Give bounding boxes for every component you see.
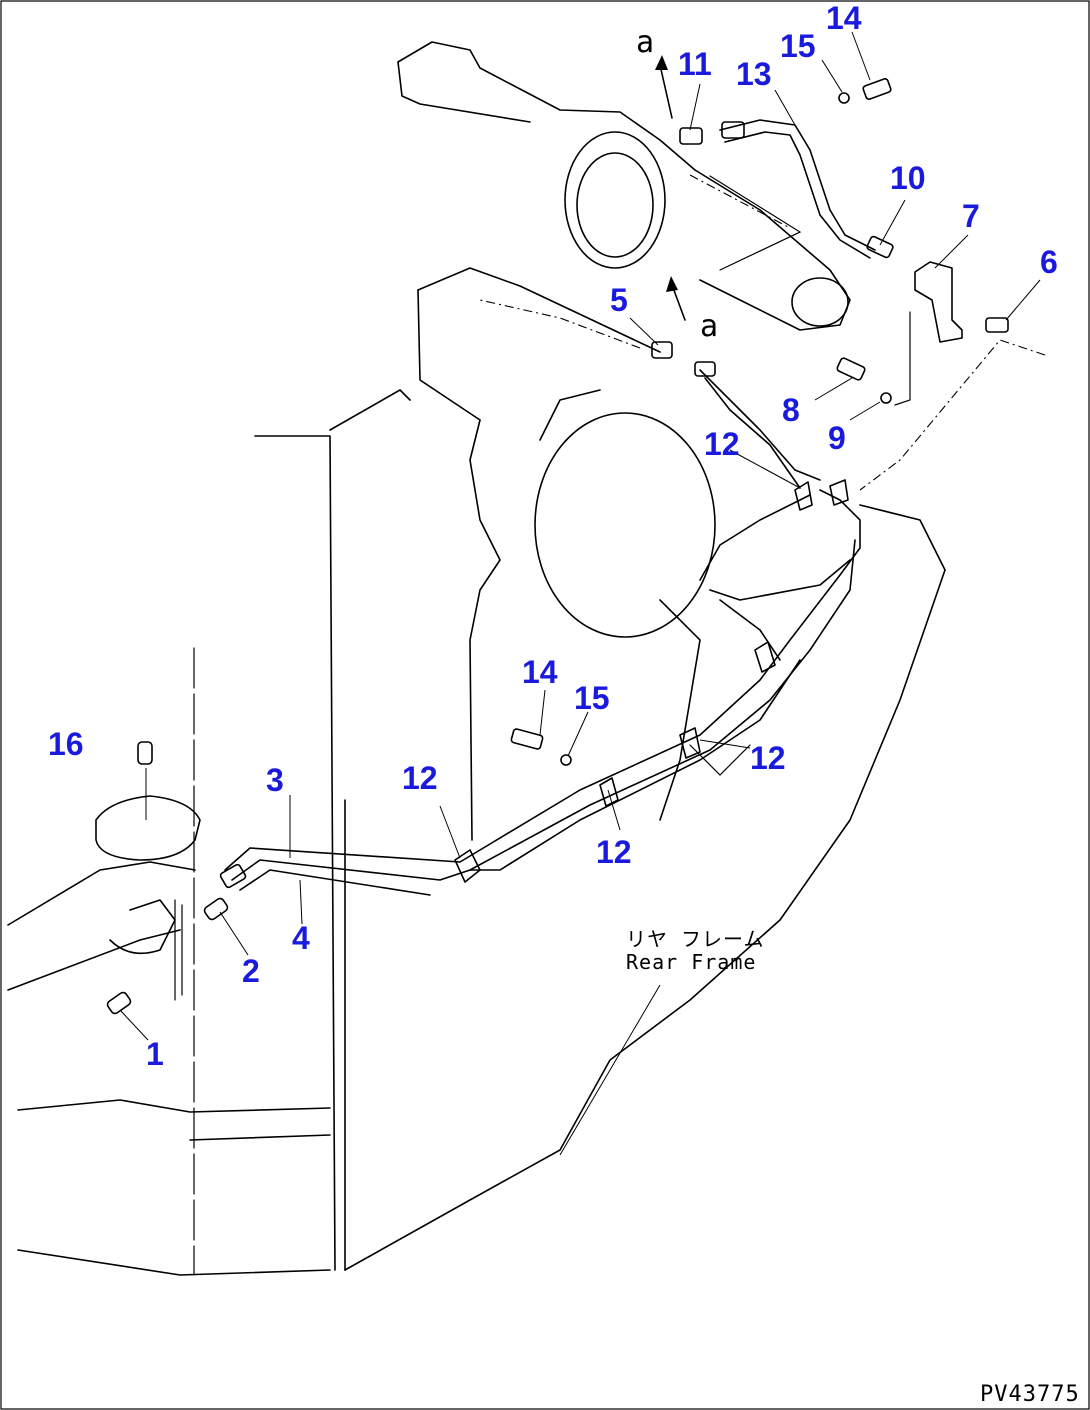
- drawing-code: PV43775: [980, 1382, 1080, 1407]
- callout-12-lower: 12: [596, 834, 632, 870]
- callout-13: 13: [736, 56, 772, 92]
- callout-15-top: 15: [780, 28, 816, 64]
- callout-12-left: 12: [402, 760, 438, 796]
- callout-11: 11: [678, 46, 712, 82]
- rear-frame-label: リヤ フレーム Rear Frame: [626, 928, 764, 974]
- reference-a-top: a: [636, 25, 655, 60]
- callout-4: 4: [292, 920, 310, 956]
- callout-15-mid: 15: [574, 680, 610, 716]
- callout-16: 16: [48, 726, 84, 762]
- callout-5: 5: [610, 282, 628, 318]
- rear-frame-body: [17, 267, 946, 1276]
- callout-10: 10: [890, 160, 926, 196]
- reference-arrows: [655, 55, 686, 321]
- callout-7: 7: [962, 198, 980, 234]
- callout-8: 8: [782, 392, 800, 428]
- callout-6: 6: [1040, 244, 1058, 280]
- callout-3: 3: [266, 762, 284, 798]
- callout-1: 1: [146, 1036, 164, 1072]
- rear-frame-label-jp: リヤ フレーム: [626, 927, 765, 951]
- callout-12-right: 12: [750, 740, 786, 776]
- upper-pivot-housing: [397, 41, 851, 331]
- left-axle-housing: [7, 795, 201, 1001]
- leader-lines: [119, 31, 1041, 1156]
- reference-a-mid: a: [700, 309, 719, 344]
- rear-frame-label-en: Rear Frame: [626, 950, 757, 974]
- callout-14-mid: 14: [522, 654, 558, 690]
- callout-9: 9: [828, 420, 846, 456]
- callout-14-top: 14: [826, 0, 862, 36]
- piping: [224, 119, 876, 896]
- fittings: [106, 78, 1009, 1015]
- callout-2: 2: [242, 953, 260, 989]
- callout-12-upper: 12: [704, 426, 740, 462]
